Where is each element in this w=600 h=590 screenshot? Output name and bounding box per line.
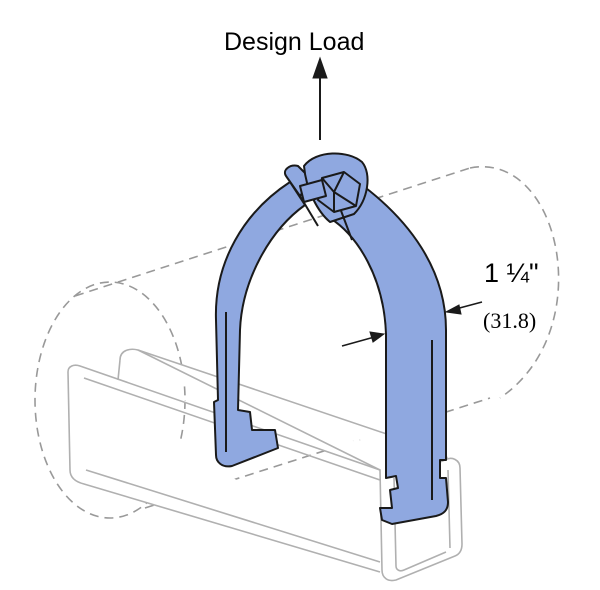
width-metric-label: (31.8) xyxy=(483,308,537,333)
width-imperial-label: 1 ¼" xyxy=(484,258,539,288)
design-load-label: Design Load xyxy=(224,28,365,56)
channel-top-lip xyxy=(117,349,381,471)
design-load-arrow xyxy=(312,56,328,140)
strut-channel xyxy=(67,348,463,582)
clamp-right-leg xyxy=(329,181,449,525)
pipe-end-near xyxy=(34,281,186,519)
pipe-end-far xyxy=(469,165,560,399)
width-arrow-right-head-icon xyxy=(444,304,462,315)
bolt-shank xyxy=(299,179,327,203)
clamp-bolt xyxy=(299,171,361,213)
clamp-fold-lines xyxy=(225,195,433,500)
load-arrow-head-icon xyxy=(312,56,328,79)
width-dimension xyxy=(341,301,483,347)
clamp-left-leg xyxy=(213,181,306,468)
width-arrow-left-head-icon xyxy=(369,331,386,343)
pipe-top-edge xyxy=(74,167,471,297)
hex-nut-face xyxy=(321,171,357,212)
